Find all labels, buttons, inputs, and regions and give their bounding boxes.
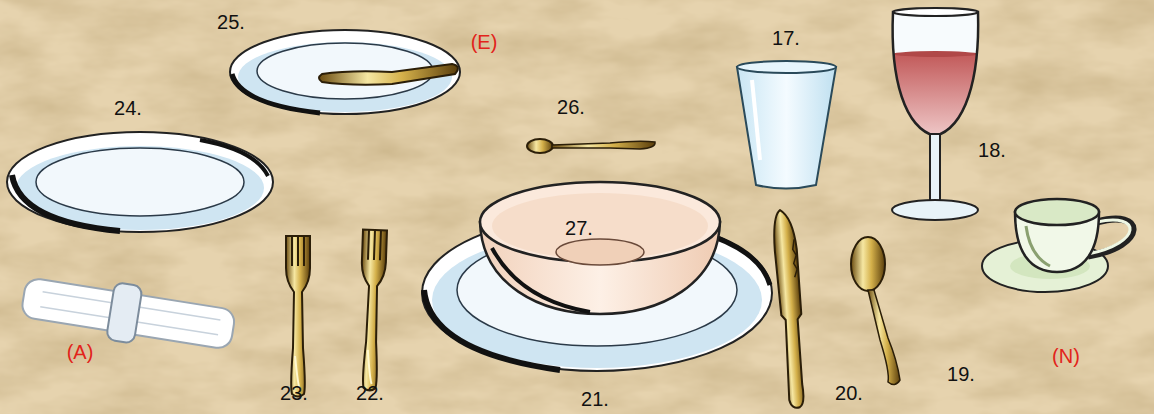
callout-number: 19. [947, 364, 975, 384]
callout-letter: (N) [1052, 346, 1080, 366]
callout-number: 22. [356, 383, 384, 403]
callout-number: 21. [581, 389, 609, 409]
callout-number: 20. [835, 383, 863, 403]
callout-number: 24. [114, 98, 142, 118]
callout-number: 23. [280, 383, 308, 403]
callout-number: 18. [978, 140, 1006, 160]
callout-number: 25. [217, 12, 245, 32]
callout-letter: (A) [67, 342, 94, 362]
callout-letter: (E) [471, 32, 498, 52]
callout-number: 26. [557, 97, 585, 117]
callout-number: 17. [772, 28, 800, 48]
callout-number: 27. [565, 218, 593, 238]
